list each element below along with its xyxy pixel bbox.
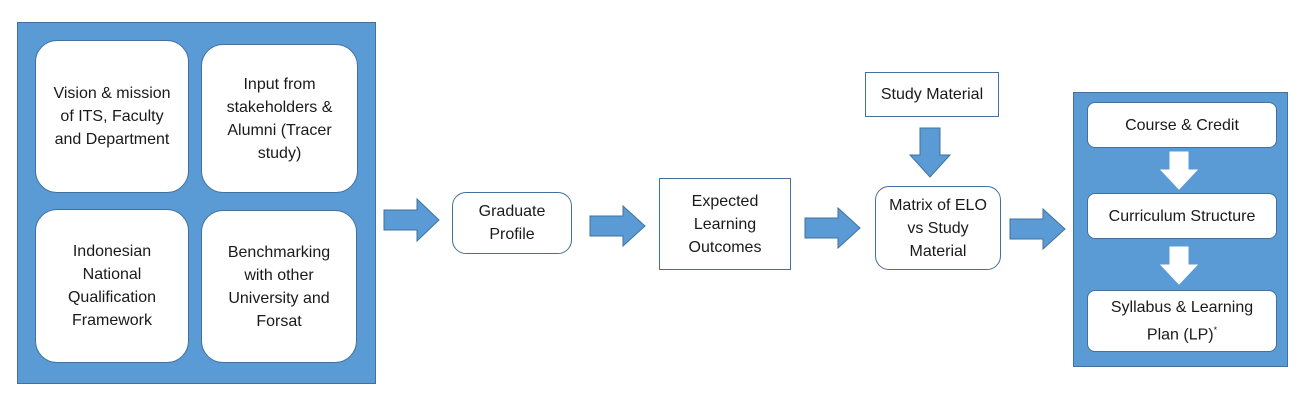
expected-learning-outcomes-text: Expected Learning Outcomes [688,192,762,256]
curriculum-structure-box: Curriculum Structure [1087,193,1277,239]
benchmarking-text: Benchmarking with other University and F… [227,243,331,330]
arrow-right-icon [589,205,646,247]
study-material-text: Study Material [880,86,984,103]
graduate-profile-text: Graduate Profile [478,203,546,243]
qualification-framework-box: Indonesian National Qualification Framew… [35,209,189,363]
elo-study-material-matrix-box: Matrix of ELO vs Study Material [875,186,1001,270]
arrow-right-icon [383,198,440,242]
study-material-box: Study Material [865,72,999,117]
syllabus-learning-plan-text: Syllabus & Learning Plan (LP) [1110,298,1254,344]
arrow-down-icon [1160,151,1198,190]
elo-study-material-matrix-text: Matrix of ELO vs Study Material [889,196,987,260]
vision-mission-box: Vision & mission of ITS, Faculty and Dep… [35,40,189,193]
footnote-marker: * [1213,324,1218,335]
stakeholder-input-text: Input from stakeholders & Alumni (Tracer… [226,75,333,162]
syllabus-learning-plan-content: Syllabus & Learning Plan (LP)* [1098,296,1266,346]
graduate-profile-box: Graduate Profile [452,192,572,254]
arrow-right-icon [804,207,861,249]
qualification-framework-text: Indonesian National Qualification Framew… [67,243,157,329]
curriculum-structure-text: Curriculum Structure [1108,207,1256,225]
arrow-down-icon [1160,246,1198,285]
syllabus-learning-plan-box: Syllabus & Learning Plan (LP)* [1087,290,1277,352]
benchmarking-box: Benchmarking with other University and F… [201,210,357,363]
arrow-down-icon [909,127,951,178]
course-credit-box: Course & Credit [1087,102,1277,148]
arrow-right-icon [1009,208,1066,250]
stakeholder-input-box: Input from stakeholders & Alumni (Tracer… [201,44,358,193]
vision-mission-text: Vision & mission of ITS, Faculty and Dep… [53,85,171,148]
expected-learning-outcomes-box: Expected Learning Outcomes [659,178,791,270]
course-credit-text: Course & Credit [1125,116,1239,134]
